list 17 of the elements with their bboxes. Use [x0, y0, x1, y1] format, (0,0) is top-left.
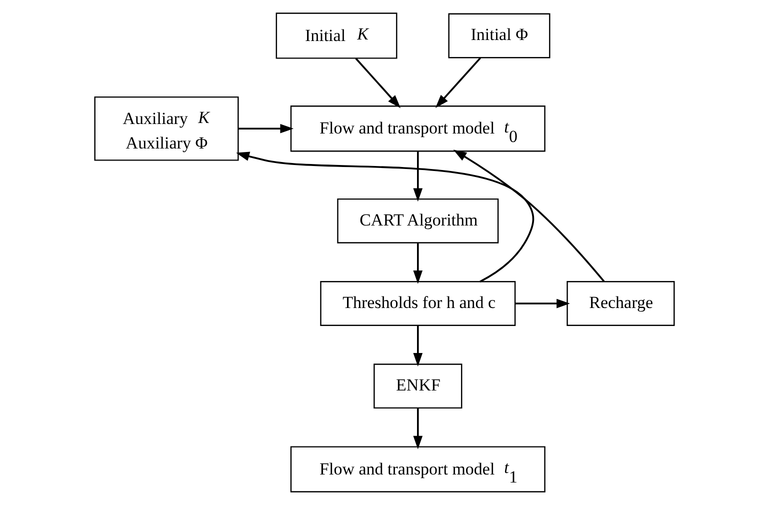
node-box: Initial K: [275, 12, 397, 59]
node-box: Thresholds for h and c: [320, 281, 516, 326]
arrow: [412, 151, 422, 202]
arrow: [412, 243, 422, 284]
arrow: [238, 124, 294, 134]
arrow: [452, 150, 604, 282]
node-box: Initial Φ: [448, 13, 550, 58]
arrow: [412, 408, 422, 450]
node-box: Auxiliary K Auxiliary Φ: [94, 96, 238, 161]
node-box: Recharge: [566, 281, 674, 326]
node-box: ENKF: [373, 364, 462, 409]
arrow: [412, 326, 422, 366]
arrow: [434, 57, 481, 108]
arrow: [354, 58, 400, 108]
arrow: [514, 298, 570, 308]
node-box: CART Algorithm: [336, 198, 498, 244]
arrow: [236, 152, 534, 282]
